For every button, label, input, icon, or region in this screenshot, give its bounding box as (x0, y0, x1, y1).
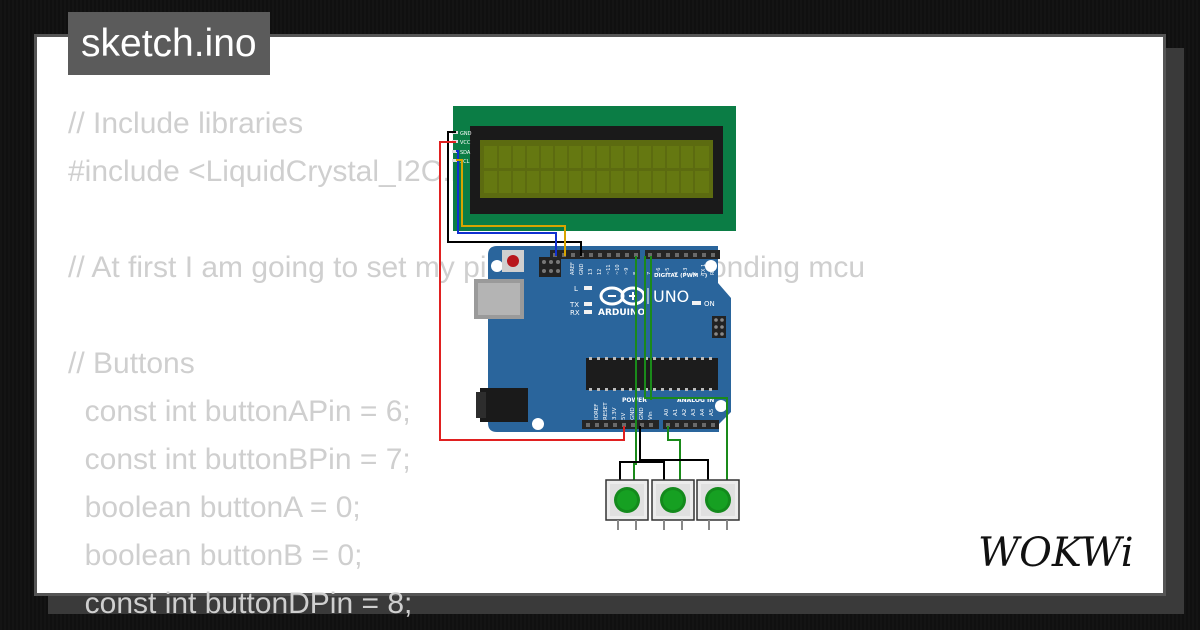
led-label-l: L (574, 285, 578, 293)
pin-label-a3: A3 (691, 408, 697, 416)
pin-label-a1: A1 (673, 409, 679, 416)
lcd-pin-vcc: VCC (460, 140, 471, 146)
code-line: const int buttonAPin = 6; (68, 395, 411, 428)
code-line: const int buttonDPin = 8; (68, 587, 413, 620)
pin-label-9: ~9 (624, 268, 630, 275)
pin-label-a5: A5 (709, 408, 715, 416)
code-line: #include <LiquidCrystal_I2C.h> (68, 155, 485, 188)
pin-label-12: 12 (597, 269, 603, 275)
pin-label-10: ~10 (615, 264, 621, 275)
led-label-tx: TX (569, 301, 579, 309)
code-line: // Include libraries (68, 107, 304, 140)
arduino-uno-board[interactable]: AREF GND 13 12 ~11 ~10 ~9 8 7 ~6 ~5 4 ~3… (474, 246, 731, 432)
pin-label-a2: A2 (682, 409, 688, 416)
pushbutton-b[interactable] (651, 479, 695, 530)
code-line: // Buttons (68, 347, 195, 380)
arduino-brand: ARDUINO (598, 308, 646, 318)
code-editor: // Include libraries #include <LiquidCry… (68, 100, 865, 628)
digital-header-label: DIGITAL (PWM ~) (654, 273, 708, 279)
pin-label-gnd-1: GND (630, 407, 636, 420)
pin-label-gnd-2: GND (639, 407, 645, 420)
wires (439, 131, 728, 482)
pin-label-4: 4 (674, 272, 680, 275)
pin-label-11: ~11 (606, 264, 612, 275)
pin-label-aref: AREF (570, 262, 576, 275)
code-line: boolean buttonA = 0; (68, 491, 361, 524)
analog-header-label: ANALOG IN (677, 397, 714, 404)
code-line: const int buttonBPin = 7; (68, 443, 411, 476)
wokwi-logo-text: WOKWi (978, 530, 1134, 576)
wokwi-logo: WOKWi (978, 530, 1134, 576)
pin-label-rx0: RX 0 (710, 263, 716, 275)
power-header-label: POWER (622, 397, 647, 404)
led-label-rx: RX (570, 309, 580, 317)
pin-label-6: ~6 (656, 268, 662, 275)
pin-label-gnd: GND (579, 263, 585, 275)
pin-label-3v3: 3.3V (612, 407, 618, 420)
pin-label-13: 13 (588, 269, 594, 275)
pin-label-3: ~3 (683, 268, 689, 275)
on-led-label: ON (704, 300, 715, 308)
pin-label-5: ~5 (665, 268, 671, 275)
lcd-pin-scl: SCL (460, 159, 470, 165)
pushbutton-c[interactable] (696, 479, 740, 530)
lcd-pin-sda: SDA (460, 150, 471, 156)
pin-label-reset: RESET (603, 402, 609, 420)
pin-label-tx1: TX 1 (701, 264, 707, 276)
code-line: boolean buttonB = 0; (68, 539, 363, 572)
pin-label-5v: 5V (621, 413, 627, 420)
pin-label-ioref: IOREF (594, 404, 600, 420)
lcd-pin-gnd: GND (460, 131, 472, 137)
pin-label-vin: Vin (648, 411, 654, 420)
file-tab[interactable]: sketch.ino (68, 12, 270, 75)
arduino-model: UNO (653, 287, 689, 306)
pin-label-a4: A4 (700, 408, 706, 416)
pin-label-a0: A0 (664, 408, 670, 416)
pin-label-2: 2 (692, 272, 698, 275)
lcd-display[interactable]: GND VCC SDA SCL (452, 106, 736, 231)
pushbutton-a[interactable] (605, 479, 649, 530)
